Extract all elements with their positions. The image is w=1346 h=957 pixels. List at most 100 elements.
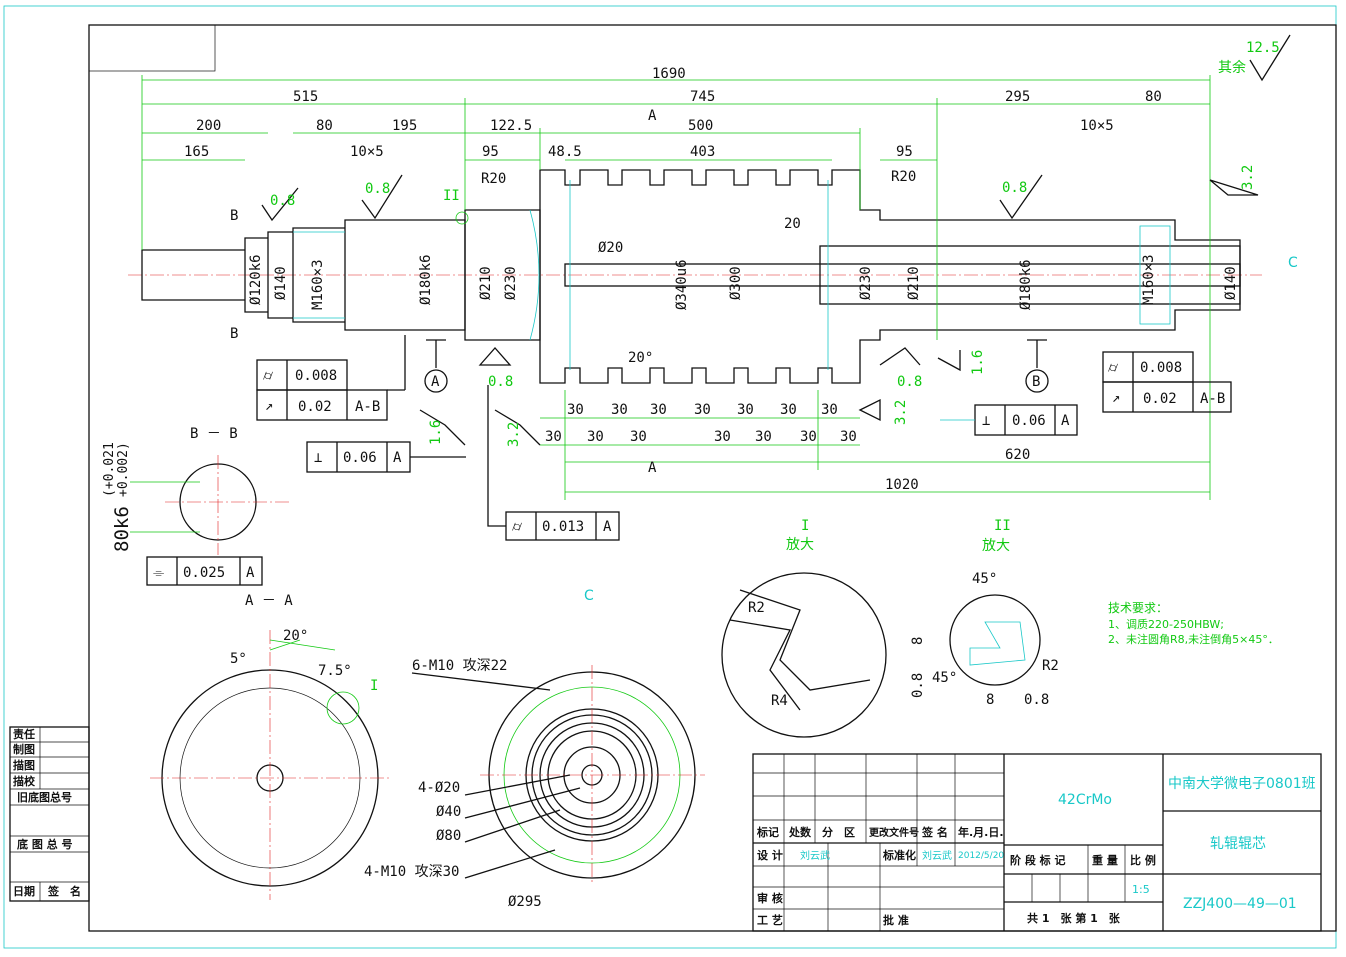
diameter-labels: Ø120k6 Ø140 M160×3 Ø180k6 Ø210 Ø230 Ø20 … <box>248 240 1239 366</box>
svg-text:30: 30 <box>840 429 857 445</box>
svg-text:6-M10 攻深22: 6-M10 攻深22 <box>412 658 507 674</box>
svg-text:⊥: ⊥ <box>982 413 990 429</box>
svg-text:30: 30 <box>587 429 604 445</box>
section-a-bottom: A <box>648 460 657 476</box>
svg-text:旧底图总号: 旧底图总号 <box>17 790 72 804</box>
svg-text:3.2: 3.2 <box>893 400 909 425</box>
svg-text:设 计: 设 计 <box>757 848 783 862</box>
svg-text:0.008: 0.008 <box>295 368 337 384</box>
svg-text:更改文件号: 更改文件号 <box>869 826 919 839</box>
svg-text:(+0.021: (+0.021 <box>102 442 117 497</box>
svg-text:42CrMo: 42CrMo <box>1058 792 1112 808</box>
dia-230-left: Ø230 <box>503 266 519 300</box>
dia-300: Ø300 <box>728 266 744 300</box>
dia-180k6-left: Ø180k6 <box>418 254 434 305</box>
svg-text:放大: 放大 <box>982 538 1010 554</box>
svg-text:责任: 责任 <box>13 727 35 741</box>
dim-515: 515 <box>293 89 318 105</box>
svg-text:30: 30 <box>800 429 817 445</box>
right-bore <box>819 245 1241 305</box>
svg-text:⌭: ⌭ <box>1108 360 1118 376</box>
svg-text:0.8: 0.8 <box>1024 692 1049 708</box>
dia-180k6-right: Ø180k6 <box>1018 259 1034 310</box>
svg-text:签 名: 签 名 <box>47 884 81 898</box>
dim-122-5: 122.5 <box>490 118 532 134</box>
angle-20: 20° <box>628 350 653 366</box>
tech-requirements: 技术要求： 1、调质220-250HBW; 2、未注圆角R8,未注倒角5×45°… <box>1108 601 1279 646</box>
roughness-symbols: 12.5 其余 0.8 0.8 0.8 3.2 0.8 0.8 3.2 1.6 … <box>261 34 1291 447</box>
dim-500: 500 <box>688 118 713 134</box>
svg-text:A: A <box>246 565 255 581</box>
svg-text:7.5°: 7.5° <box>318 663 352 679</box>
svg-text:30: 30 <box>821 402 838 418</box>
svg-text:II: II <box>994 518 1011 534</box>
svg-text:8: 8 <box>986 692 994 708</box>
svg-text:4-M10 攻深30: 4-M10 攻深30 <box>364 864 459 880</box>
dim-295: 295 <box>1005 89 1030 105</box>
svg-text:审 核: 审 核 <box>757 891 783 905</box>
svg-text:年.月.日.: 年.月.日. <box>958 825 1004 839</box>
svg-text:批 准: 批 准 <box>883 913 909 927</box>
svg-text:⌯: ⌯ <box>153 565 164 581</box>
svg-text:刘云武: 刘云武 <box>922 849 952 862</box>
svg-text:比 例: 比 例 <box>1130 853 1156 867</box>
svg-text:其余: 其余 <box>1218 59 1246 76</box>
section-aa: A － A 5° 20° 7.5° I <box>150 593 390 900</box>
dim-10x5-right: 10×5 <box>1080 118 1114 134</box>
inner-border <box>88 24 1337 932</box>
svg-text:0.008: 0.008 <box>1140 360 1182 376</box>
svg-text:0.06: 0.06 <box>343 450 377 466</box>
svg-text:0.8: 0.8 <box>488 374 513 390</box>
view-c: C 6-M10 攻深22 4-Ø20 Ø40 Ø80 4-M10 攻深30 Ø2… <box>364 588 705 910</box>
left-sidebar: 责任 制图 描图 描校 旧底图总号 底 图 总 号 日期 签 名 <box>9 726 90 902</box>
svg-text:B － B: B － B <box>190 426 238 442</box>
svg-text:阶 段 标 记: 阶 段 标 记 <box>1010 853 1066 867</box>
svg-text:R2: R2 <box>1042 658 1059 674</box>
dim-10x5-left: 10×5 <box>350 144 384 160</box>
dim-1690: 1690 <box>652 66 686 82</box>
svg-text:1、调质220-250HBW;: 1、调质220-250HBW; <box>1108 618 1224 631</box>
svg-text:C: C <box>584 588 594 604</box>
svg-text:轧辊辊芯: 轧辊辊芯 <box>1210 836 1266 852</box>
svg-text:A-B: A-B <box>355 399 380 415</box>
dia-20: Ø20 <box>598 240 623 256</box>
svg-text:30: 30 <box>714 429 731 445</box>
svg-text:5°: 5° <box>230 651 247 667</box>
svg-text:30: 30 <box>755 429 772 445</box>
section-a-top: A <box>648 108 657 124</box>
svg-text:⌭: ⌭ <box>512 519 522 535</box>
svg-text:⌭: ⌭ <box>263 368 273 384</box>
svg-text:刘云武: 刘云武 <box>800 849 830 862</box>
dia-120k6: Ø120k6 <box>248 254 264 305</box>
svg-text:30: 30 <box>650 402 667 418</box>
svg-text:处数: 处数 <box>788 825 812 839</box>
dia-230-right: Ø230 <box>858 266 874 300</box>
dim-1020: 1020 <box>885 477 919 493</box>
m160-left: M160×3 <box>310 259 326 310</box>
dim-620: 620 <box>1005 447 1030 463</box>
tolerance-frame-left: ⌭0.008 ↗0.02 A-B <box>256 335 406 421</box>
dim-195: 195 <box>392 118 417 134</box>
svg-text:A: A <box>431 374 440 390</box>
dim-20: 20 <box>784 216 801 232</box>
svg-text:A: A <box>393 450 402 466</box>
svg-text:↗: ↗ <box>1112 390 1120 406</box>
roll-body-section <box>539 169 1241 384</box>
svg-text:0.8: 0.8 <box>910 673 926 698</box>
dim-80-right: 80 <box>1145 89 1162 105</box>
svg-text:30: 30 <box>780 402 797 418</box>
dia-210-right: Ø210 <box>906 266 922 300</box>
svg-text:45°: 45° <box>932 670 957 686</box>
svg-text:1.6: 1.6 <box>970 350 986 375</box>
dia-140-right: Ø140 <box>1223 266 1239 300</box>
svg-text:R4: R4 <box>771 693 788 709</box>
svg-text:ZZJ400—49—01: ZZJ400—49—01 <box>1183 896 1297 912</box>
svg-text:45°: 45° <box>972 571 997 587</box>
svg-text:工 艺: 工 艺 <box>757 913 783 927</box>
section-b-top: B <box>230 208 238 224</box>
svg-text:分 区: 分 区 <box>822 825 855 839</box>
